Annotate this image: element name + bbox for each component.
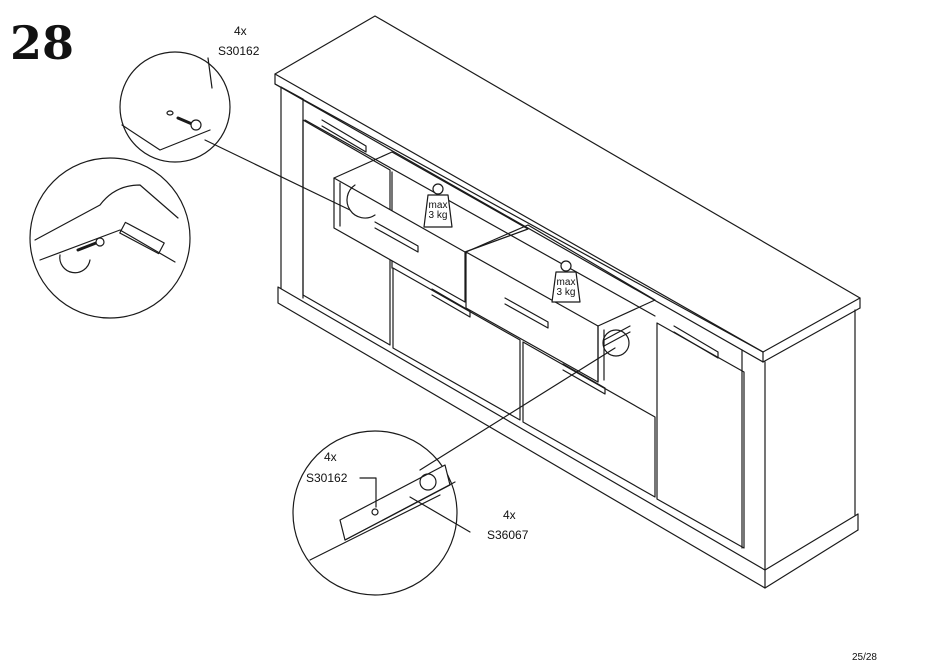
page-number: 25/28 <box>852 652 877 663</box>
drawer-slide-icon <box>604 326 630 346</box>
weight-label-right: max 3 kg <box>551 278 581 298</box>
bottom-screw-part-code: S30162 <box>306 471 347 485</box>
bracket-part-code: S36067 <box>487 528 528 542</box>
sideboard <box>275 16 860 588</box>
screw-icon <box>372 509 378 515</box>
weight-line2: 3 kg <box>423 211 453 221</box>
top-screw-quantity: 4x <box>234 24 247 38</box>
weight-line2: 3 kg <box>551 288 581 298</box>
rail-detail-callout <box>30 158 190 318</box>
weight-label-left: max 3 kg <box>423 201 453 221</box>
screw-icon <box>167 111 201 130</box>
bottom-screw-quantity: 4x <box>324 450 337 464</box>
step-number: 28 <box>10 18 74 68</box>
bracket-quantity: 4x <box>503 508 516 522</box>
top-screw-part-code: S30162 <box>218 44 259 58</box>
